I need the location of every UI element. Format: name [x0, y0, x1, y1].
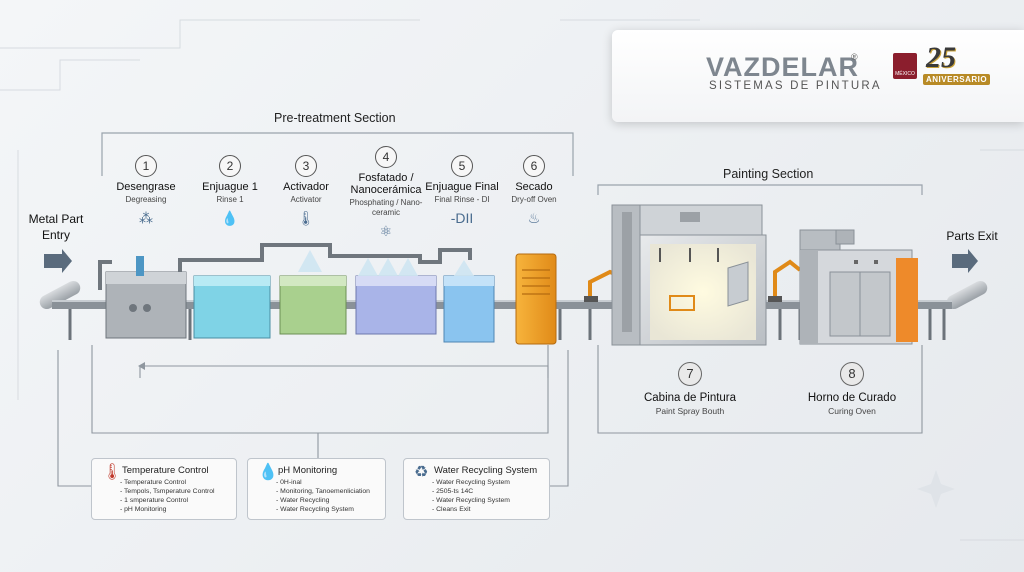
brand-name: VAZDELAR — [706, 52, 859, 82]
background-lines — [0, 19, 1024, 541]
recycle-icon: ♻ — [414, 464, 429, 481]
info-water-recycling: ♻ Water Recycling System - Water Recycli… — [403, 458, 550, 520]
info-item: - 2505-ts 14C — [432, 488, 474, 495]
info-item: - Temperature Control — [120, 479, 186, 486]
sparkle-icon — [917, 470, 955, 508]
info-list: - Temperature Control - Tempols, Tsmpera… — [120, 478, 215, 514]
info-item: - Monitoring, Tanoemenliciation — [276, 488, 370, 495]
stage-name: Horno de Curado — [807, 392, 897, 404]
pretreatment-title: Pre-treatment Section — [274, 111, 396, 125]
stage-subtitle: Paint Spray Bouth — [655, 406, 725, 416]
stage-name: Secado — [515, 181, 553, 193]
tank-rinse-1 — [193, 275, 271, 339]
anniversary-number: 25 — [926, 41, 956, 74]
heat-icon: ♨ — [527, 210, 541, 226]
exit-label: Parts Exit — [946, 229, 998, 243]
stage-degreasing: 1 Desengrase Degreasing ⁂ — [106, 155, 186, 228]
atom-icon: ⚛ — [379, 223, 393, 239]
tank-activator — [279, 275, 347, 335]
stage-name: Fosfatado / Nanocerámica — [350, 172, 422, 196]
spray-nozzles — [298, 250, 474, 276]
stage-subtitle: Phosphating / Nano-ceramic — [349, 198, 423, 217]
painting-bracket — [597, 184, 923, 195]
anniversary-text: ANIVERSARIO — [923, 74, 991, 85]
stage-name: Desengrase — [116, 181, 176, 193]
tank-final-rinse — [443, 275, 495, 343]
stage-name: Enjuague Final — [425, 181, 499, 193]
stage-number: 3 — [295, 155, 317, 177]
stage-subtitle: Curing Oven — [828, 406, 876, 416]
stage-rinse-1: 2 Enjuague 1 Rinse 1 💧 — [190, 155, 270, 228]
info-item: - Water Recycling — [276, 497, 330, 504]
info-item: - Water Recycling System — [276, 506, 354, 513]
stage-subtitle: Dry-off Oven — [511, 195, 557, 204]
info-item: - 0H-inal — [276, 479, 302, 486]
entry-arrow-icon — [44, 249, 72, 273]
stage-final-rinse: 5 Enjuague Final Final Rinse - DI -DII — [422, 155, 502, 228]
info-item: - Cleans Exit — [432, 506, 471, 513]
process-piping — [98, 243, 472, 290]
mexico-badge: MÉXICO — [893, 53, 917, 79]
stage-subtitle: Degreasing — [125, 195, 167, 204]
stage-number: 4 — [375, 146, 397, 168]
stage-number: 1 — [135, 155, 157, 177]
info-item: - Water Recycling System — [432, 479, 510, 486]
brand-tagline: SISTEMAS DE PINTURA — [709, 80, 882, 92]
stage-paint-booth: 7 Cabina de Pintura Paint Spray Bouth — [630, 362, 750, 416]
exit-roller — [946, 280, 988, 310]
entry-label: Metal Part Entry — [28, 212, 84, 242]
stage-number: 7 — [678, 362, 702, 386]
stage-name: Enjuague 1 — [202, 181, 258, 193]
entry-roller — [39, 280, 81, 310]
stage-phosphating: 4 Fosfatado / Nanocerámica Phosphating /… — [344, 146, 428, 241]
painting-title: Painting Section — [723, 167, 814, 181]
brand-registered-mark: ® — [851, 52, 858, 62]
curing-oven — [799, 229, 918, 345]
control-loop-lines — [57, 345, 923, 487]
droplet-icon: 💧 — [221, 210, 239, 226]
stage-number: 2 — [219, 155, 241, 177]
info-ph-monitoring: 💧 pH Monitoring - 0H-inal - Monitoring, … — [247, 458, 386, 520]
info-item: - Water Recycling System — [432, 497, 510, 504]
thermometer-icon: 🌡 — [102, 464, 123, 481]
info-title: Water Recycling System — [434, 465, 538, 476]
info-item: - pH Monitoring — [120, 506, 167, 513]
ph-drop-icon: 💧 — [258, 464, 278, 481]
stage-curing-oven: 8 Horno de Curado Curing Oven — [792, 362, 912, 416]
stage-name: Activador — [283, 181, 329, 193]
stage-dryoff: 6 Secado Dry-off Oven ♨ — [494, 155, 574, 228]
loop-arrow — [138, 362, 145, 370]
info-list: - 0H-inal - Monitoring, Tanoemenliciatio… — [276, 478, 370, 514]
tank-phosphating — [355, 275, 437, 335]
molecule-icon: ⁂ — [139, 210, 153, 226]
stage-name: Cabina de Pintura — [643, 392, 737, 404]
di-icon: -DII — [450, 210, 474, 226]
stage-subtitle: Activator — [290, 195, 322, 204]
info-title: pH Monitoring — [278, 465, 338, 476]
stage-subtitle: Rinse 1 — [216, 195, 244, 204]
stage-number: 6 — [523, 155, 545, 177]
stage-activator: 3 Activador Activator 🌡 — [266, 155, 346, 228]
info-title: Temperature Control — [122, 465, 209, 476]
thermometer-icon: 🌡 — [297, 210, 315, 226]
info-item: - 1 smperature Control — [120, 497, 188, 504]
dryoff-oven — [515, 253, 557, 345]
paint-booth — [611, 204, 767, 346]
info-list: - Water Recycling System - 2505-ts 14C -… — [432, 478, 510, 514]
stage-subtitle: Final Rinse - DI — [434, 195, 490, 204]
mexico-badge-text: MÉXICO — [895, 71, 915, 77]
robot-arm-right — [773, 259, 802, 300]
pretreatment-bracket — [101, 132, 574, 176]
info-item: - Tempols, Tsmperature Control — [120, 488, 215, 495]
info-temperature-control: 🌡 Temperature Control - Temperature Cont… — [91, 458, 237, 520]
tank-degreasing — [105, 256, 187, 339]
stage-number: 5 — [451, 155, 473, 177]
exit-arrow-icon — [952, 249, 978, 273]
stage-number: 8 — [840, 362, 864, 386]
